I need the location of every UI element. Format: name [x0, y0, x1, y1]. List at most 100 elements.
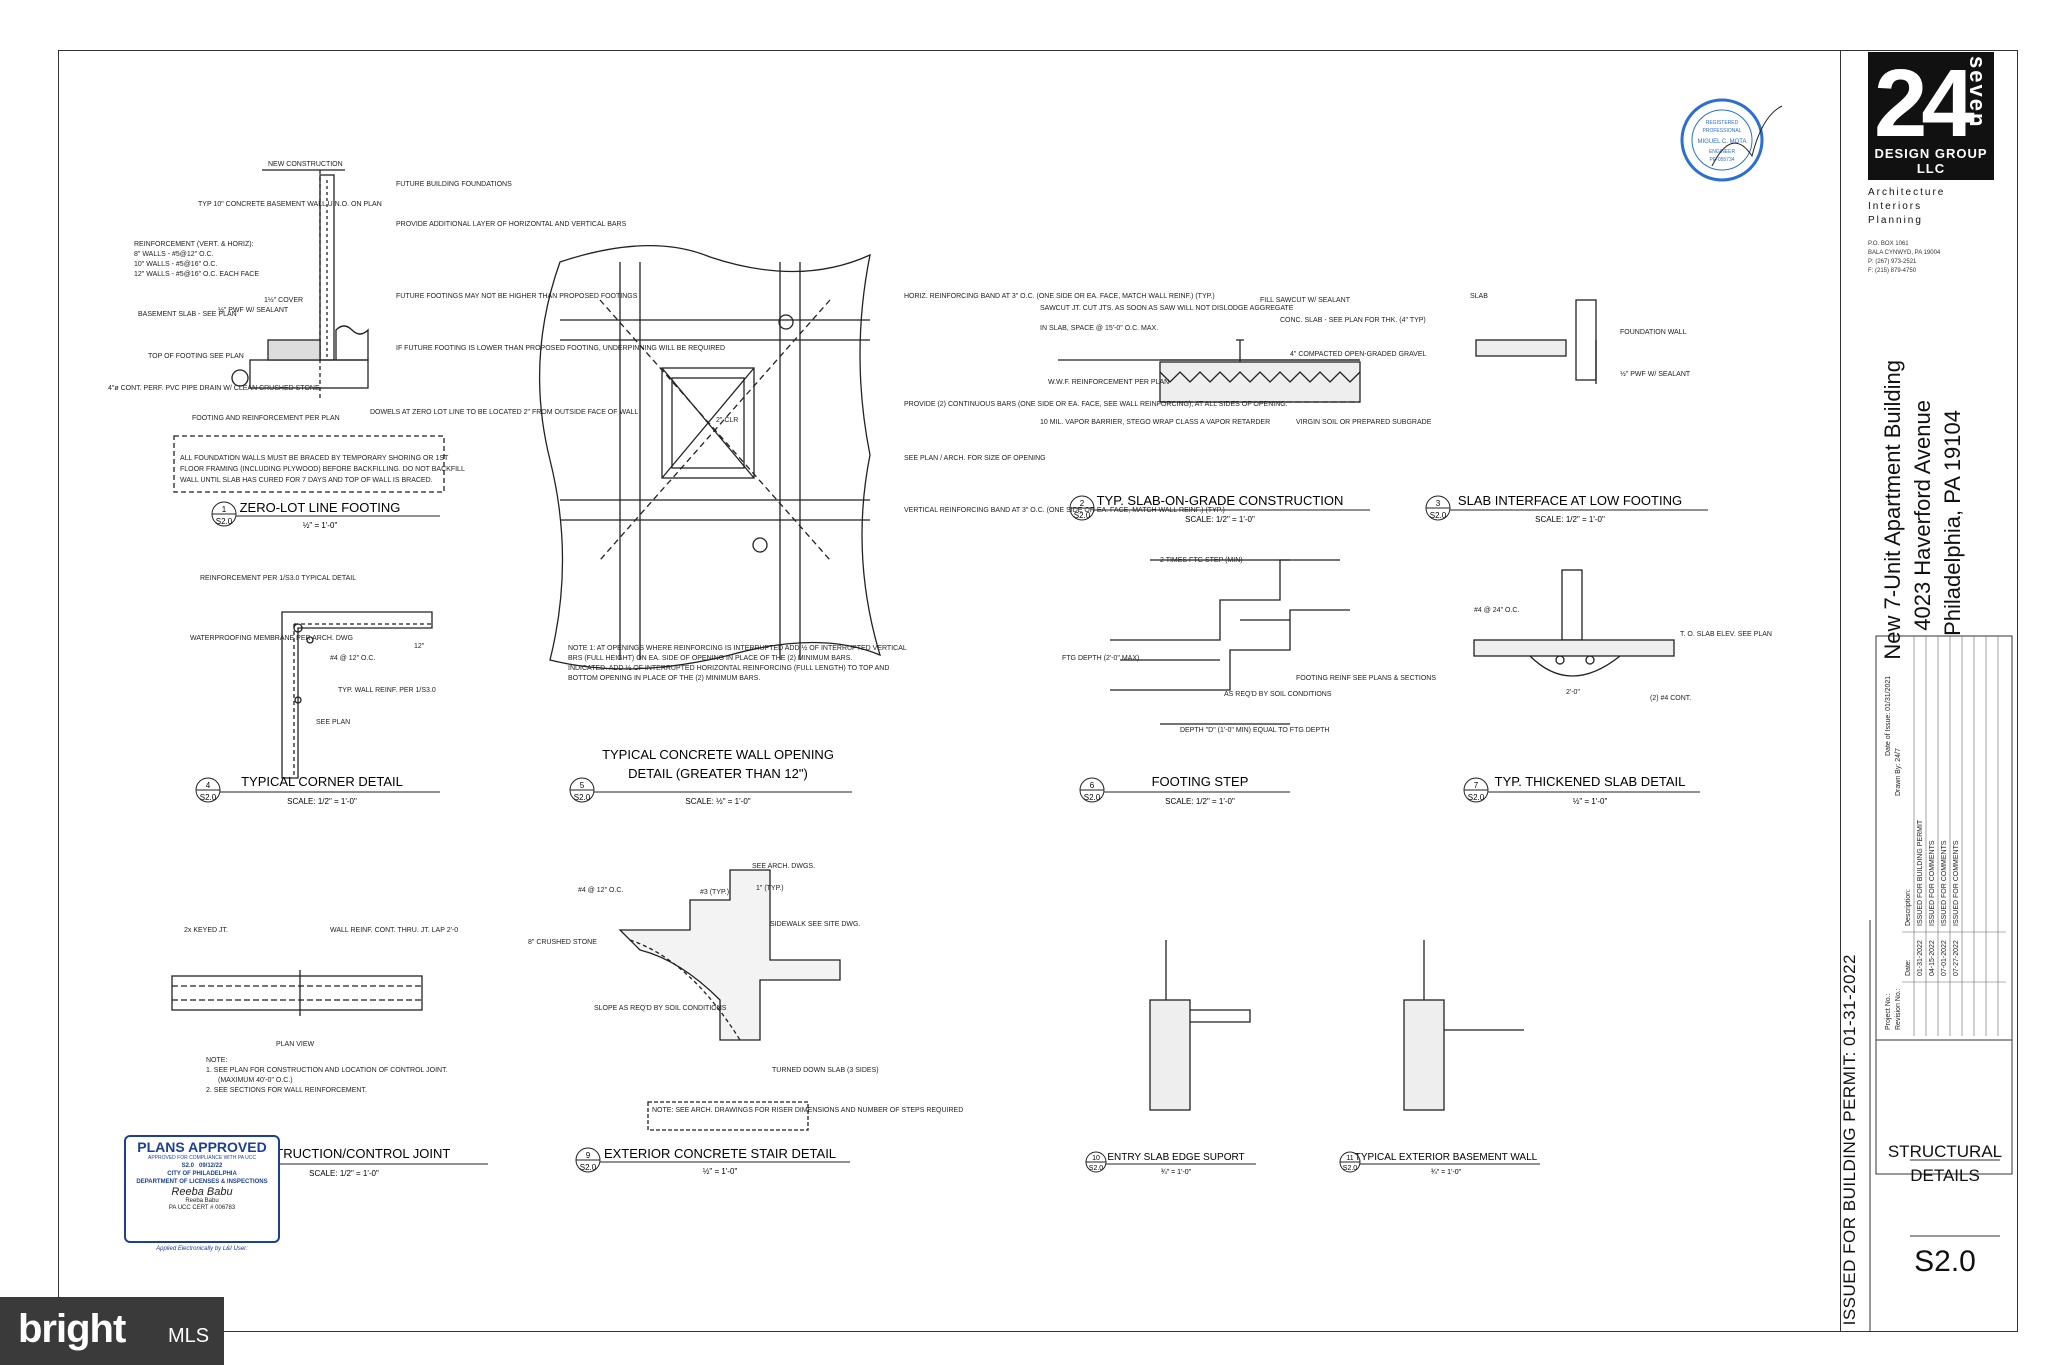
svg-text:5: 5 — [580, 781, 585, 790]
stamp-subtitle: APPROVED FOR COMPLIANCE WITH PA UCC — [148, 1155, 256, 1161]
svg-text:½" = 1'-0": ½" = 1'-0" — [703, 1167, 738, 1176]
svg-text:TYP. THICKENED SLAB DETAIL: TYP. THICKENED SLAB DETAIL — [1495, 774, 1686, 789]
firm-service: Architecture — [1868, 187, 1946, 198]
d1-callout: 12" WALLS - #5@16" O.C. EACH FACE — [134, 271, 259, 278]
project-info: New 7-Unit Apartment Building 4023 Haver… — [1880, 360, 2020, 660]
svg-text:07-01-2022: 07-01-2022 — [1941, 940, 1948, 976]
svg-text:07-27-2022: 07-27-2022 — [1953, 940, 1960, 976]
project-name: New 7-Unit Apartment Building — [1880, 360, 1905, 660]
svg-text:S2.0: S2.0 — [1084, 793, 1101, 802]
d1-callout: BASEMENT SLAB - SEE PLAN — [138, 311, 237, 318]
d1-callout: DOWELS AT ZERO LOT LINE TO BE LOCATED 2"… — [370, 409, 638, 416]
d2-callout: CONC. SLAB - SEE PLAN FOR THK. (4" TYP) — [1280, 317, 1426, 324]
d8-callout: 1. SEE PLAN FOR CONSTRUCTION AND LOCATIO… — [206, 1067, 448, 1074]
d5-callout: 2" CLR — [716, 417, 738, 424]
detail-5-drawing — [538, 244, 882, 670]
detail-4-drawing — [281, 611, 433, 779]
svg-text:TYP. SLAB-ON-GRADE CONSTRUCTIO: TYP. SLAB-ON-GRADE CONSTRUCTION — [1097, 493, 1344, 508]
detail-8-drawing — [171, 970, 423, 1016]
d6-callout: FTG DEPTH (2'-0" MAX) — [1062, 655, 1139, 662]
svg-text:ENTRY SLAB EDGE SUPORT: ENTRY SLAB EDGE SUPORT — [1107, 1152, 1244, 1163]
svg-text:ZERO-LOT LINE FOOTING: ZERO-LOT LINE FOOTING — [240, 500, 401, 515]
d2-callout: SAWCUT JT. CUT JTS. AS SOON AS SAW WILL … — [1040, 305, 1294, 312]
d2-callout: IN SLAB, SPACE @ 15'-0" O.C. MAX. — [1040, 325, 1158, 332]
detail-title-9: 9 S2.0 EXTERIOR CONCRETE STAIR DETAIL ½"… — [575, 1146, 850, 1176]
firm-service: Interiors — [1868, 201, 1923, 212]
d4-callout: 12" — [414, 643, 425, 650]
address-line: BALA CYNWYD, PA 19004 — [1868, 250, 1941, 256]
firm-address: P.O. BOX 1061 BALA CYNWYD, PA 19004 P: (… — [1868, 240, 1940, 276]
detail-10-drawing — [1149, 940, 1251, 1111]
d8-callout: (MAXIMUM 40'-0" O.C.) — [218, 1077, 293, 1084]
revision-table: Project No.: Revision No.: Date: Descrip… — [1885, 636, 2006, 1036]
svg-text:SCALE: ½" = 1'-0": SCALE: ½" = 1'-0" — [685, 797, 750, 806]
d4-callout: TYP. WALL REINF. PER 1/S3.0 — [338, 687, 436, 694]
svg-text:S2.0: S2.0 — [1430, 511, 1447, 520]
svg-text:S2.0: S2.0 — [1468, 793, 1485, 802]
svg-text:01-31-2022: 01-31-2022 — [1917, 940, 1924, 976]
d7-callout: 2'-0" — [1566, 689, 1580, 696]
detail-1-drawing — [173, 169, 445, 493]
svg-text:SCALE: 1/2" = 1'-0": SCALE: 1/2" = 1'-0" — [1535, 515, 1605, 524]
address-line: F: (215) 879-4750 — [1868, 268, 1917, 274]
d5-callout: VERTICAL REINFORCING BAND AT 3" O.C. (ON… — [904, 507, 1225, 514]
d5-callout: HORIZ. REINFORCING BAND AT 3" O.C. (ONE … — [904, 293, 1215, 300]
d1-callout: FUTURE BUILDING FOUNDATIONS — [396, 181, 512, 188]
svg-text:S2.0: S2.0 — [216, 517, 233, 526]
detail-drawings: NEW CONSTRUCTION FUTURE BUILDING FOUNDAT… — [108, 161, 1772, 1178]
svg-text:PE-055734: PE-055734 — [1709, 157, 1734, 163]
logo-word: seven — [1965, 56, 1990, 129]
permit-text: ISSUED FOR BUILDING PERMIT: 01-31-2022 — [1840, 953, 1859, 1325]
d1-callout: TOP OF FOOTING SEE PLAN — [148, 353, 244, 360]
detail-title-1: 1 S2.0 ZERO-LOT LINE FOOTING ½" = 1'-0" — [211, 500, 440, 530]
svg-text:CONSTRUCTION/CONTROL JOINT: CONSTRUCTION/CONTROL JOINT — [238, 1146, 451, 1161]
svg-text:2: 2 — [1080, 499, 1085, 508]
svg-text:11: 11 — [1346, 1155, 1353, 1162]
detail-title-2: 2 S2.0 TYP. SLAB-ON-GRADE CONSTRUCTION S… — [1069, 493, 1370, 524]
d1-note: WALL UNTIL SLAB HAS CURED FOR 7 DAYS AND… — [180, 477, 433, 484]
svg-text:¾" = 1'-0": ¾" = 1'-0" — [1431, 1169, 1462, 1176]
svg-text:4: 4 — [206, 781, 211, 790]
engineer-seal: REGISTERED PROFESSIONAL MIGUEL C. MOTA E… — [1680, 98, 1783, 182]
watermark-brand: bright — [18, 1307, 126, 1351]
svg-text:10: 10 — [1092, 1155, 1100, 1162]
d8-callout: 2. SEE SECTIONS FOR WALL REINFORCEMENT. — [206, 1087, 367, 1094]
svg-text:S2.0: S2.0 — [1089, 1165, 1104, 1172]
svg-text:SLAB INTERFACE AT LOW FOOTING: SLAB INTERFACE AT LOW FOOTING — [1458, 493, 1682, 508]
sheet-name-line: DETAILS — [1910, 1166, 1980, 1185]
svg-text:½" = 1'-0": ½" = 1'-0" — [1573, 797, 1608, 806]
d6-callout: DEPTH "D" (1'-0" MIN) EQUAL TO FTG DEPTH — [1180, 727, 1329, 734]
svg-text:TYPICAL CORNER DETAIL: TYPICAL CORNER DETAIL — [241, 774, 403, 789]
detail-6-drawing — [1110, 559, 1350, 725]
d5-note: NOTE 1: AT OPENINGS WHERE REINFORCING IS… — [568, 644, 907, 652]
d1-callout: FUTURE FOOTINGS MAY NOT BE HIGHER THAN P… — [396, 293, 638, 300]
d8-callout: WALL REINF. CONT. THRU. JT. LAP 2'-0 — [330, 927, 458, 934]
svg-text:DETAIL (GREATER THAN 12"): DETAIL (GREATER THAN 12") — [628, 766, 808, 781]
svg-text:S2.0: S2.0 — [200, 793, 217, 802]
d6-callout: FOOTING REINF SEE PLANS & SECTIONS — [1296, 675, 1436, 682]
d9-callout: 1" (TYP.) — [756, 885, 784, 892]
d8-callout: 2x KEYED JT. — [184, 927, 228, 934]
svg-text:EXTERIOR CONCRETE STAIR DETAIL: EXTERIOR CONCRETE STAIR DETAIL — [604, 1146, 836, 1161]
d2-callout: FILL SAWCUT W/ SEALANT — [1260, 297, 1351, 304]
d1-callout: 10" WALLS - #5@16" O.C. — [134, 261, 217, 268]
svg-text:Date:: Date: — [1905, 959, 1912, 976]
detail-title-11: 11 S2.0 TYPICAL EXTERIOR BASEMENT WALL ¾… — [1339, 1151, 1540, 1176]
svg-text:REGISTERED: REGISTERED — [1706, 120, 1739, 126]
svg-text:ISSUED FOR COMMENTS: ISSUED FOR COMMENTS — [1941, 840, 1948, 926]
d7-callout: (2) #4 CONT. — [1650, 695, 1691, 702]
d9-callout: SEE ARCH. DWGS. — [752, 863, 815, 870]
stamp-cert: PA UCC CERT # 006783 — [168, 1205, 236, 1211]
d5-callout: SEE PLAN / ARCH. FOR SIZE OF OPENING — [904, 455, 1046, 462]
detail-title-7: 7 S2.0 TYP. THICKENED SLAB DETAIL ½" = 1… — [1463, 774, 1700, 806]
detail-title-4: 4 S2.0 TYPICAL CORNER DETAIL SCALE: 1/2"… — [195, 774, 440, 806]
svg-text:¾" = 1'-0": ¾" = 1'-0" — [1161, 1169, 1192, 1176]
stamp-city: CITY OF PHILADELPHIA — [167, 1171, 237, 1177]
project-address: 4023 Haverford Avenue — [1910, 400, 1935, 631]
d4-callout: #4 @ 12" O.C. — [330, 655, 375, 662]
svg-text:TYPICAL CONCRETE WALL OPENING: TYPICAL CONCRETE WALL OPENING — [602, 747, 834, 762]
d9-callout: NOTE: SEE ARCH. DRAWINGS FOR RISER DIMEN… — [652, 1107, 963, 1114]
svg-text:SCALE: 1/2" = 1'-0": SCALE: 1/2" = 1'-0" — [287, 797, 357, 806]
stamp-name: Reeba Babu — [185, 1198, 219, 1204]
watermark-suffix: MLS — [168, 1325, 210, 1347]
